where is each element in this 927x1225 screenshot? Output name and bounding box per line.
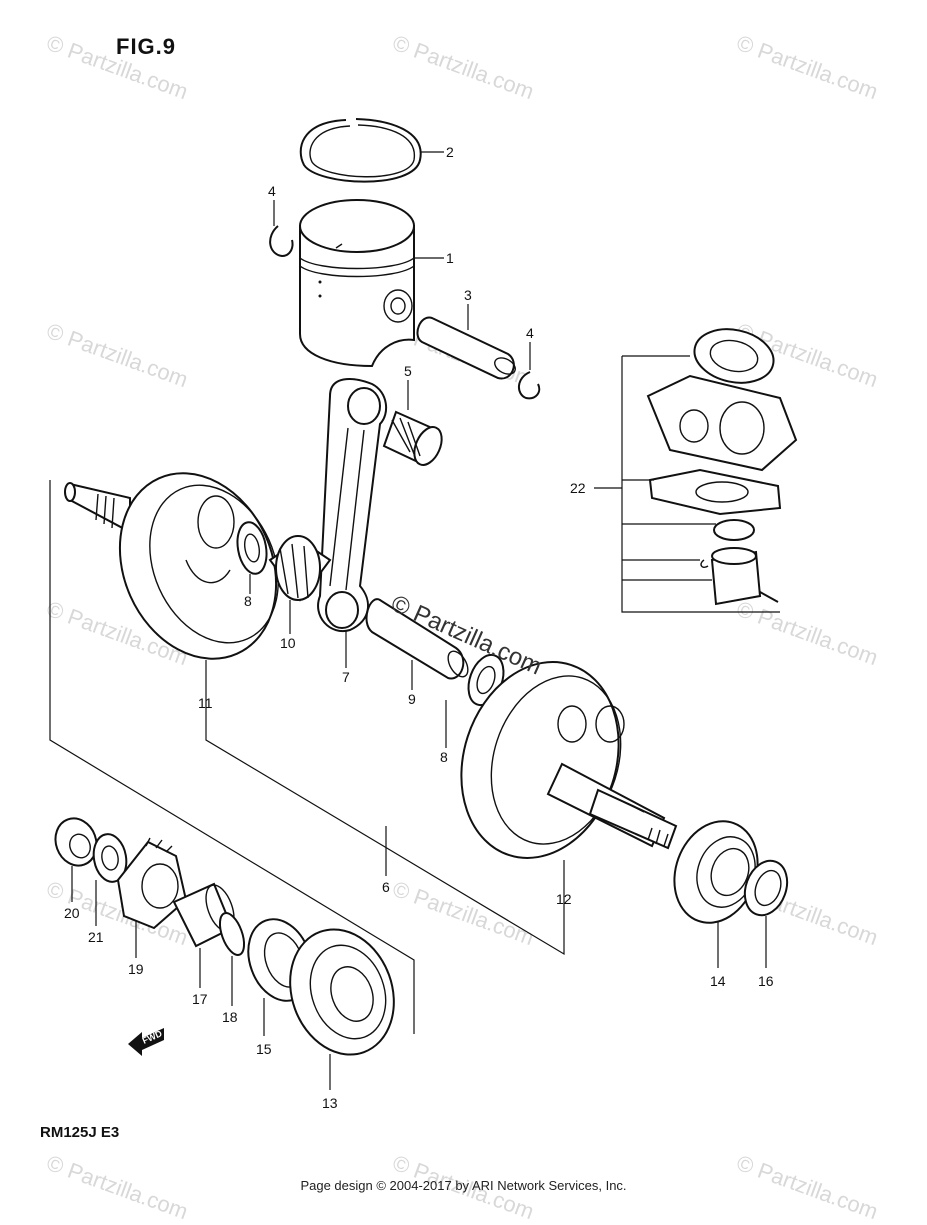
crank-web-right-part[interactable] <box>437 641 678 878</box>
circlip-left-part[interactable] <box>269 225 294 258</box>
figure-title: FIG.9 <box>116 34 177 59</box>
callout-12: 12 <box>556 891 572 907</box>
footer-copyright: Page design © 2004-2017 by ARI Network S… <box>300 1178 627 1193</box>
callout-9: 9 <box>408 691 416 707</box>
callout-1: 1 <box>446 250 454 266</box>
callout-6: 6 <box>382 879 390 895</box>
callout-13: 13 <box>322 1095 338 1111</box>
circlip-right-part[interactable] <box>518 371 541 400</box>
callout-21: 21 <box>88 929 104 945</box>
callout-15: 15 <box>256 1041 272 1057</box>
callout-2: 2 <box>446 144 454 160</box>
nut-part[interactable] <box>49 813 103 872</box>
callout-5: 5 <box>404 363 412 379</box>
callout-3: 3 <box>464 287 472 303</box>
callout-20: 20 <box>64 905 80 921</box>
callout-8-left: 8 <box>244 593 252 609</box>
callout-16: 16 <box>758 973 774 989</box>
crank-pin-part[interactable] <box>365 598 472 680</box>
callout-4-right: 4 <box>526 325 534 341</box>
o-ring-part[interactable] <box>215 910 249 958</box>
callout-19: 19 <box>128 961 144 977</box>
crankshaft-assembly-bracket <box>49 480 565 1034</box>
big-end-bearing-part[interactable] <box>268 535 332 602</box>
oil-seal-right-part[interactable] <box>738 855 795 921</box>
callout-17: 17 <box>192 991 208 1007</box>
piston-part[interactable] <box>299 199 415 368</box>
exploded-parts-diagram: FWD 2 1 4 3 4 5 8 10 7 11 9 8 6 12 14 16… <box>49 118 798 1111</box>
washer-part[interactable] <box>90 832 130 885</box>
model-code: RM125J E3 <box>40 1124 120 1141</box>
callout-11: 11 <box>198 695 213 711</box>
callout-4-left: 4 <box>268 183 276 199</box>
small-end-bearing-part[interactable] <box>382 410 447 469</box>
fwd-arrow-icon: FWD <box>128 1028 164 1056</box>
crank-washer-left-part[interactable] <box>234 520 271 576</box>
callout-7: 7 <box>342 669 350 685</box>
callout-22: 22 <box>570 480 586 496</box>
connecting-rod-part[interactable] <box>317 378 388 633</box>
primary-drive-gear-part[interactable] <box>116 837 188 930</box>
gasket-kit-part[interactable] <box>646 322 798 606</box>
crank-web-left-part[interactable] <box>64 448 305 684</box>
piston-ring-part[interactable] <box>299 118 422 183</box>
callout-8-right: 8 <box>440 749 448 765</box>
crank-bearing-part[interactable] <box>273 915 411 1069</box>
callout-10: 10 <box>280 635 296 651</box>
callout-18: 18 <box>222 1009 238 1025</box>
callout-14: 14 <box>710 973 726 989</box>
piston-pin-part[interactable] <box>416 316 518 380</box>
